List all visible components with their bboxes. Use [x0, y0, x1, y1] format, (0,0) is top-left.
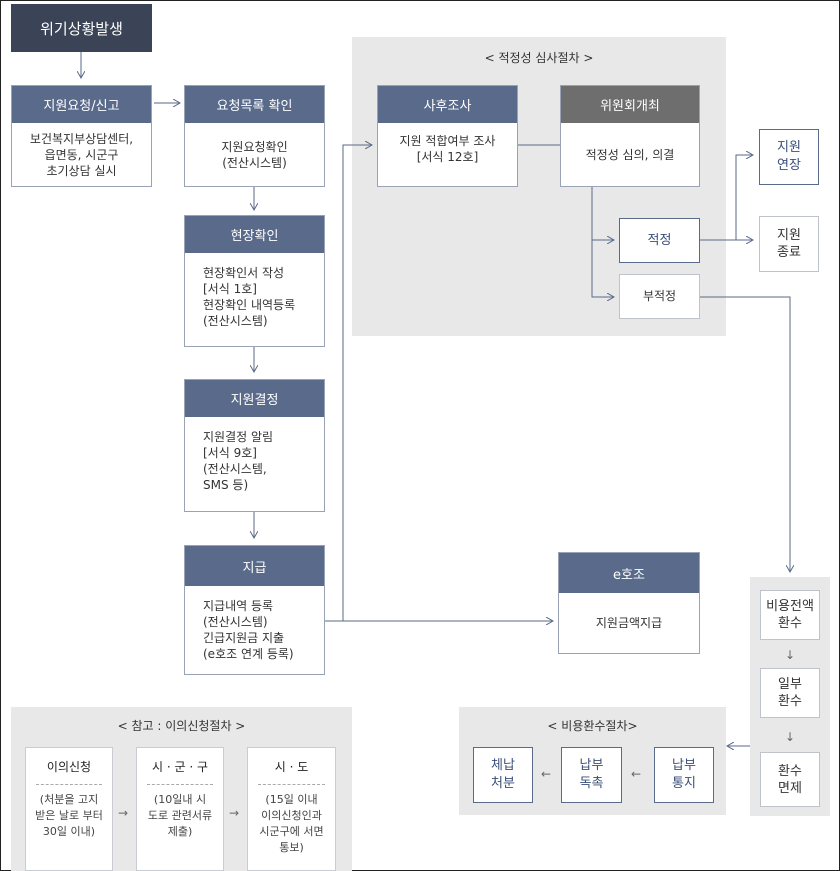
arrow-proper-to-extend: [735, 155, 753, 240]
objection-filing-divider: [36, 784, 102, 785]
sigungu-body: (10일내 시 도로 관련서류 제출): [147, 793, 213, 838]
delinquency-disposition-box: 체납 처분: [473, 747, 533, 803]
support-request-box: 지원요청/신고 보건복지부상담센터, 읍면동, 시군구 초기상담 실시: [11, 85, 152, 187]
refund-down-arrow-1: ↓: [785, 648, 796, 662]
sido-body: (15일 이내 이의신청인과 시군구에 서면 통보): [259, 793, 324, 854]
ehojo-body: 지원금액지급: [595, 616, 663, 630]
payment-reminder-box: 납부 독촉: [561, 747, 622, 803]
objection-filing-head: 이의신청: [46, 760, 92, 774]
payment-box: 지급 지급내역 등록 (전산시스템) 긴급지원금 지출 (e호조 연계 등록): [184, 545, 325, 675]
sigungu-divider: [147, 784, 213, 785]
crisis-occurrence-box: 위기상황발생: [11, 4, 152, 52]
sido-head: 시 · 도: [274, 760, 309, 774]
partial-refund-box: 일부 환수: [760, 668, 820, 718]
arrow-committee-to-proper: [591, 187, 614, 240]
request-list-body: 지원요청확인 (전산시스템): [221, 139, 288, 170]
post-survey-box: 사후조사 지원 적합여부 조사 [서식 12호]: [377, 85, 518, 187]
site-check-box: 현장확인 현장확인서 작성 [서식 1호] 현장확인 내역등록 (전산시스템): [184, 215, 325, 347]
support-request-body: 보건복지부상담센터, 읍면동, 시군구 초기상담 실시: [29, 131, 134, 178]
improper-box: 부적정: [619, 274, 700, 319]
review-procedure-title: < 적정성 심사절차 >: [484, 51, 594, 65]
payment-title: 지급: [185, 546, 324, 586]
ehojo-title: e호조: [559, 553, 699, 593]
support-decision-title: 지원결정: [185, 380, 324, 417]
committee-title: 위원회개최: [561, 86, 699, 123]
support-end-box: 지원 종료: [759, 216, 819, 272]
objection-right-arrow-1: →: [118, 806, 129, 820]
sido-divider: [258, 784, 325, 785]
site-check-body: 현장확인서 작성 [서식 1호] 현장확인 내역등록 (전산시스템): [203, 266, 296, 328]
support-request-title: 지원요청/신고: [12, 86, 151, 123]
objection-right-arrow-2: →: [229, 806, 240, 820]
sigungu-box: 시 · 군 · 구 (10일내 시 도로 관련서류 제출): [136, 747, 224, 871]
committee-box: 위원회개최 적정성 심의, 의결: [560, 85, 700, 187]
refund-exemption-box: 환수 면제: [760, 752, 820, 807]
arrow-payment-to-survey: [325, 145, 372, 622]
sigungu-head: 시 · 군 · 구: [151, 760, 208, 774]
support-decision-box: 지원결정 지원결정 알림 [서식 9호] (전산시스템, SMS 등): [184, 379, 325, 512]
refund-left-arrow-2: ←: [631, 767, 642, 781]
post-survey-title: 사후조사: [378, 86, 517, 123]
sido-box: 시 · 도 (15일 이내 이의신청인과 시군구에 서면 통보): [247, 747, 336, 871]
refund-down-arrow-2: ↓: [785, 730, 796, 744]
objection-filing-body: (처분을 고지 받은 날로 부터 30일 이내): [35, 793, 103, 838]
arrow-committee-to-improper: [591, 240, 614, 297]
ehojo-box: e호조 지원금액지급: [558, 552, 700, 654]
post-survey-body: 지원 적합여부 조사 [서식 12호]: [399, 134, 496, 164]
payment-body: 지급내역 등록 (전산시스템) 긴급지원금 지출 (e호조 연계 등록): [203, 599, 294, 661]
arrow-improper-to-refund: [700, 296, 790, 572]
full-refund-box: 비용전액 환수: [760, 590, 820, 640]
payment-notice-box: 납부 통지: [654, 747, 714, 803]
refund-left-arrow-1: ←: [541, 767, 552, 781]
site-check-title: 현장확인: [185, 216, 324, 253]
objection-procedure-title: < 참고 : 이의신청절차 >: [117, 719, 246, 733]
objection-filing-box: 이의신청 (처분을 고지 받은 날로 부터 30일 이내): [25, 747, 113, 871]
committee-body: 적정성 심의, 의결: [585, 147, 675, 162]
support-decision-body: 지원결정 알림 [서식 9호] (전산시스템, SMS 등): [203, 430, 274, 492]
refund-procedure-title: < 비용환수절차>: [547, 719, 638, 733]
support-extension-box: 지원 연장: [759, 129, 819, 185]
request-list-title: 요청목록 확인: [185, 86, 324, 123]
proper-box: 적정: [619, 218, 700, 263]
request-list-box: 요청목록 확인 지원요청확인 (전산시스템): [184, 85, 325, 187]
